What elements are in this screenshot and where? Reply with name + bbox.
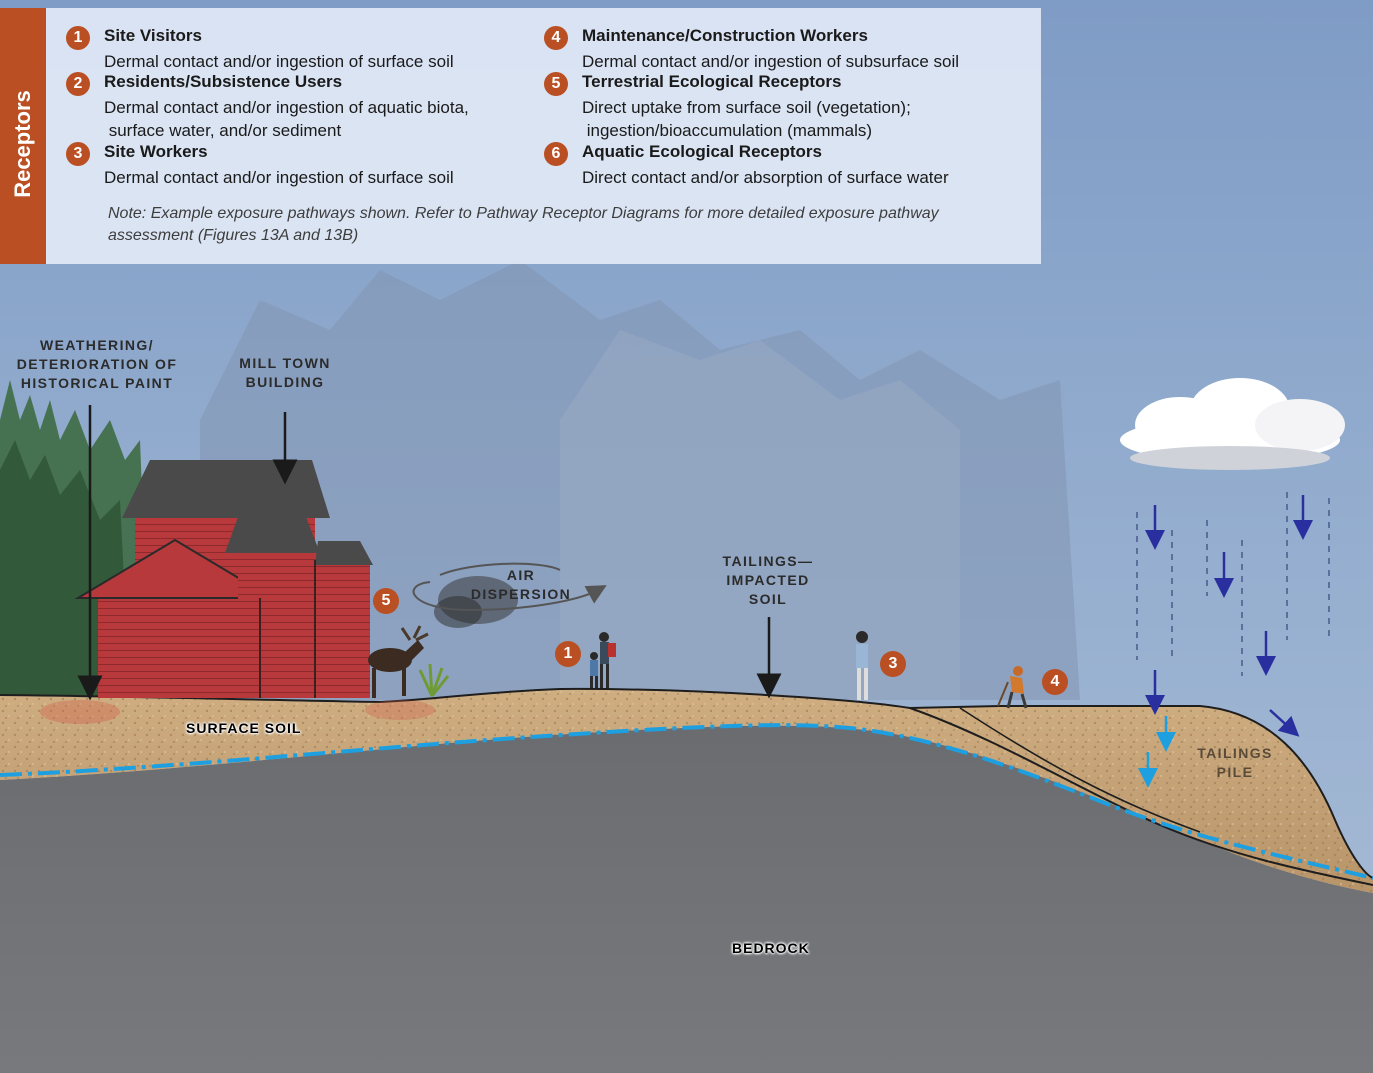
receptor-title: Maintenance/Construction Workers <box>582 26 868 45</box>
moose-icon <box>368 625 429 698</box>
receptor-title: Residents/Subsistence Users <box>104 72 343 91</box>
receptor-title: Site Visitors <box>104 26 202 45</box>
receptors-legend: 1 Site Visitors Dermal contact and/or in… <box>46 8 1041 264</box>
receptor-description: Dermal contact and/or ingestion of surfa… <box>104 52 454 71</box>
air-dispersion-label: AIR DISPERSION <box>470 567 572 602</box>
receptors-tab: Receptors <box>0 8 46 264</box>
precipitation-dashes <box>1136 492 1330 676</box>
tailings-pile-label: TAILINGS PILE <box>1197 745 1273 780</box>
receptor-number: 4 <box>544 26 568 50</box>
legend-note: Note: Example exposure pathways shown. R… <box>108 205 939 244</box>
receptor-number: 1 <box>66 26 90 50</box>
receptor-title: Aquatic Ecological Receptors <box>582 142 822 161</box>
receptor-number: 2 <box>66 72 90 96</box>
receptor-number: 6 <box>544 142 568 166</box>
tailings-inner-line <box>959 707 1201 833</box>
groundwater-recharge-arrows <box>1138 716 1176 788</box>
infiltration-arrows <box>1145 495 1313 737</box>
bedrock-layer <box>0 725 1373 1073</box>
receptor-number: 5 <box>544 72 568 96</box>
surface-soil-label: SURFACE SOIL <box>186 720 302 736</box>
receptor-number: 3 <box>66 142 90 166</box>
site-visitors-figure <box>590 632 616 688</box>
receptor-description: Dermal contact and/or ingestion of surfa… <box>104 168 454 187</box>
rain-cloud <box>1120 378 1345 470</box>
receptor-description: Direct uptake from surface soil (vegetat… <box>582 98 911 140</box>
ground-surface-line <box>0 687 1373 879</box>
receptor-badge-4: 4 <box>1042 669 1068 695</box>
groundwater-table <box>0 723 1373 880</box>
air-dispersion <box>412 562 607 628</box>
pointer-arrows <box>77 405 782 701</box>
soil-stain-paint <box>40 700 435 724</box>
shrub-icon <box>418 663 450 697</box>
site-worker-figure <box>856 631 868 700</box>
bedrock-label: BEDROCK <box>732 940 810 956</box>
mill-town-label: MILL TOWN BUILDING <box>239 355 331 390</box>
receptor-title: Site Workers <box>104 142 208 161</box>
construction-worker-figure <box>997 666 1028 709</box>
receptors-tab-label: Receptors <box>10 90 35 198</box>
soil-texture <box>0 688 1373 893</box>
tailings-impacted-label: TAILINGS— IMPACTED SOIL <box>722 553 814 607</box>
weathering-label: WEATHERING/ DETERIORATION OF HISTORICAL … <box>16 337 178 391</box>
receptor-badge-1: 1 <box>555 641 581 667</box>
tailings-pile-base-line <box>909 707 1373 886</box>
receptor-badge-5: 5 <box>373 588 399 614</box>
receptor-description: Dermal contact and/or ingestion of subsu… <box>582 52 960 71</box>
receptor-description: Direct contact and/or absorption of surf… <box>582 168 949 187</box>
mill-town-building <box>74 460 373 698</box>
mountains-near <box>560 330 960 700</box>
receptor-description: Dermal contact and/or ingestion of aquat… <box>104 98 469 140</box>
receptor-title: Terrestrial Ecological Receptors <box>582 72 842 91</box>
receptor-badge-3: 3 <box>880 651 906 677</box>
